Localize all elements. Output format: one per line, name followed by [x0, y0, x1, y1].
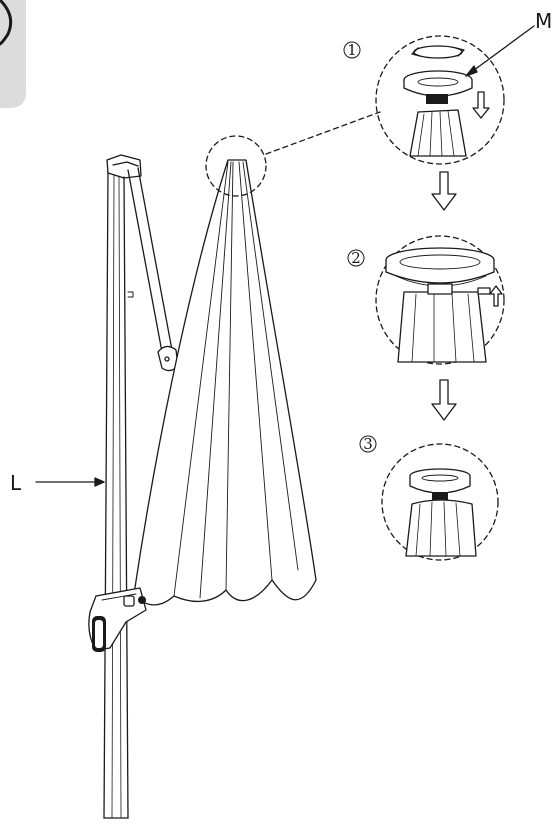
step-3-detail — [381, 443, 499, 561]
tip-detail-circle — [205, 111, 381, 197]
step-2-detail — [375, 235, 505, 365]
pole — [103, 154, 142, 819]
label-l-callout: L — [10, 471, 105, 495]
folded-canopy — [133, 159, 317, 606]
step-1-detail — [375, 35, 505, 165]
strut-arm — [127, 167, 179, 372]
crank-handle — [88, 587, 147, 652]
arrow-step-2-to-3 — [431, 379, 457, 421]
step-3-marker: 3 — [359, 435, 377, 453]
label-m: M — [535, 9, 552, 33]
corner-tab — [0, 0, 26, 108]
step-3-number: 3 — [363, 435, 373, 453]
label-m-callout: M — [465, 9, 552, 77]
step-2-marker: 2 — [347, 249, 365, 267]
arrow-step-1-to-2 — [431, 171, 457, 211]
step-1-marker: 1 — [343, 41, 361, 59]
step-2-number: 2 — [351, 249, 361, 267]
step-1-number: 1 — [347, 41, 357, 59]
label-l: L — [10, 471, 22, 495]
